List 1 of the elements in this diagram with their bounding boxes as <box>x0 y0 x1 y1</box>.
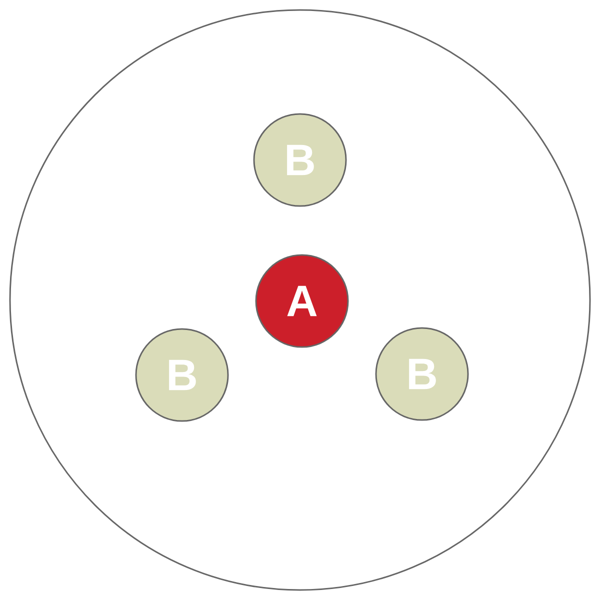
outer-circle <box>9 9 591 591</box>
